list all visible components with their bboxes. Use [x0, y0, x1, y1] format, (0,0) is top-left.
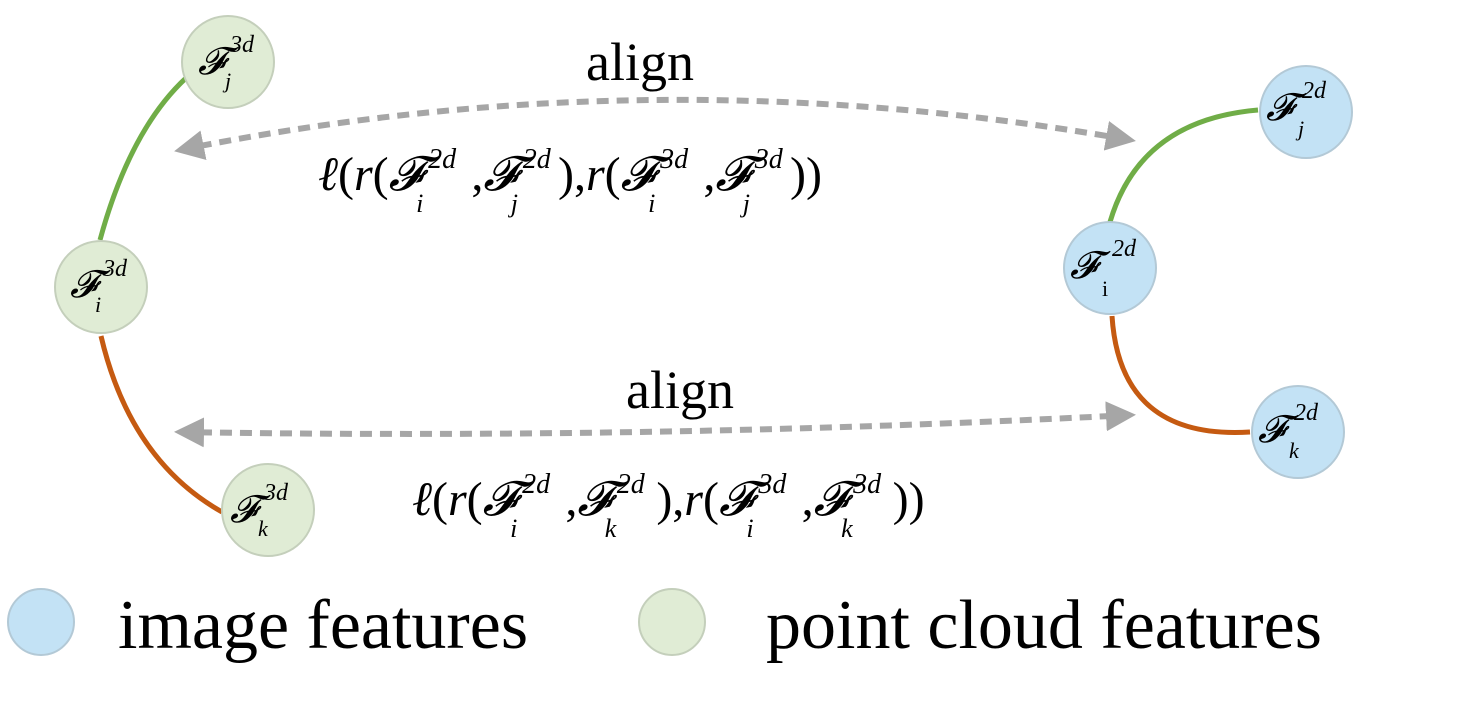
legend-image-swatch — [7, 588, 75, 656]
left-edge-i-k — [98, 335, 224, 515]
legend: image features point cloud features — [7, 587, 1322, 664]
legend-image-label: image features — [118, 587, 528, 664]
svg-text:j: j — [222, 68, 231, 93]
node-left-k: 𝓕 3d k — [221, 463, 315, 557]
node-right-k: 𝓕 2d k — [1251, 385, 1345, 479]
svg-text:i: i — [95, 292, 101, 317]
node-left-j: 𝓕 3d j — [181, 15, 275, 109]
svg-text:2d: 2d — [1294, 400, 1319, 426]
legend-point-swatch — [638, 588, 706, 656]
svg-text:k: k — [258, 516, 269, 541]
node-right-j: 𝓕 2d j — [1259, 65, 1353, 159]
top-align-label: align — [586, 32, 694, 92]
legend-point-label: point cloud features — [766, 587, 1322, 664]
right-edge-i-k — [1109, 315, 1251, 435]
svg-text:j: j — [1295, 116, 1304, 141]
right-edge-i-j — [1107, 107, 1259, 223]
svg-text:2d: 2d — [1112, 236, 1137, 262]
svg-text:3d: 3d — [102, 256, 128, 282]
svg-text:i: i — [1102, 276, 1108, 301]
left-edge-i-j — [97, 76, 188, 241]
top-align-arrow — [174, 96, 1136, 160]
node-right-i: 𝓕 2d i — [1063, 221, 1157, 315]
svg-text:2d: 2d — [1302, 78, 1327, 104]
svg-text:3d: 3d — [263, 480, 289, 506]
svg-text:3d: 3d — [229, 32, 255, 58]
svg-text:k: k — [1289, 438, 1300, 463]
bottom-align-arrow — [174, 401, 1136, 448]
node-left-i: 𝓕 3d i — [54, 240, 148, 334]
bottom-align-label: align — [626, 360, 734, 420]
